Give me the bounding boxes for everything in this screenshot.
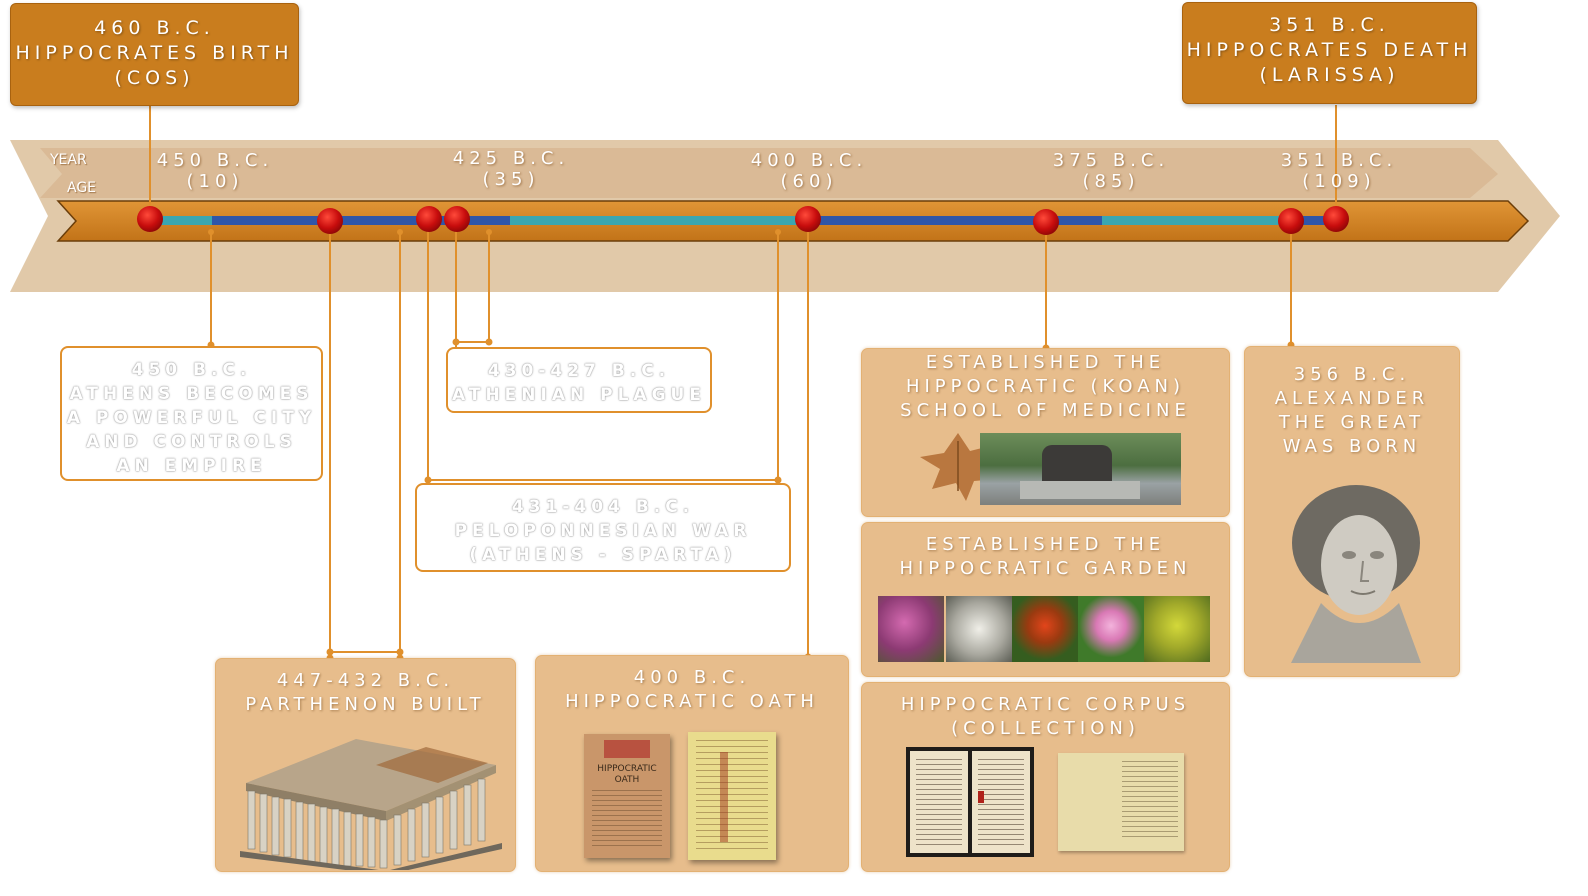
parthenon-image bbox=[240, 739, 502, 870]
dot-plague bbox=[444, 206, 470, 232]
corpus-line: HIPPOCRATIC CORPUS bbox=[900, 694, 1191, 715]
birth-box: 460 B.C. HIPPOCRATES BIRTH (COS) bbox=[10, 3, 299, 106]
plane-leaf-image bbox=[920, 433, 998, 501]
tick-year: 351 B.C. bbox=[1280, 150, 1398, 171]
event-dots bbox=[137, 206, 1349, 235]
tick-351: 351 B.C. (109) bbox=[1264, 150, 1414, 192]
tick-year: 450 B.C. bbox=[156, 150, 274, 171]
oath-line: 400 B.C. bbox=[633, 667, 751, 688]
dot-war bbox=[416, 206, 442, 232]
age-row-label: AGE bbox=[67, 180, 97, 196]
flower-image-5 bbox=[1144, 596, 1210, 662]
death-place: (LARISSA) bbox=[1259, 64, 1400, 86]
tick-375: 375 B.C. (85) bbox=[1036, 150, 1186, 192]
track-teal-1 bbox=[152, 216, 212, 225]
war-line: PELOPONNESIAN WAR bbox=[454, 521, 752, 541]
flower-image-2 bbox=[946, 596, 1012, 662]
oath-manuscript-image: HIPPOCRATIC OATH bbox=[584, 734, 670, 858]
garden-line: HIPPOCRATIC GARDEN bbox=[899, 558, 1192, 579]
oath-line: HIPPOCRATIC OATH bbox=[565, 691, 819, 712]
alexander-bust-image bbox=[1291, 485, 1421, 663]
alexander-line: 356 B.C. bbox=[1293, 364, 1411, 385]
war-line: (ATHENS - SPARTA) bbox=[469, 545, 737, 565]
tick-year: 400 B.C. bbox=[750, 150, 868, 171]
death-title: HIPPOCRATES DEATH bbox=[1186, 39, 1473, 61]
school-line: ESTABLISHED THE bbox=[925, 352, 1166, 373]
school-line: HIPPOCRATIC (KOAN) bbox=[905, 376, 1186, 397]
tick-age: (60) bbox=[780, 171, 838, 192]
manuscript-subtitle: OATH bbox=[614, 775, 640, 785]
war-line: 431-404 B.C. bbox=[511, 497, 695, 517]
year-row-label: YEAR bbox=[50, 152, 87, 168]
tick-year: 425 B.C. bbox=[452, 148, 570, 169]
birth-year: 460 B.C. bbox=[94, 17, 215, 39]
track-teal-3 bbox=[1102, 216, 1282, 225]
dot-alexander bbox=[1278, 208, 1304, 234]
school-card: ESTABLISHED THE HIPPOCRATIC (KOAN) SCHOO… bbox=[861, 348, 1230, 517]
manuscript-title: HIPPOCRATIC bbox=[597, 764, 657, 774]
garden-card: ESTABLISHED THE HIPPOCRATIC GARDEN bbox=[861, 522, 1230, 677]
flower-image-1 bbox=[878, 596, 944, 662]
alexander-line: ALEXANDER bbox=[1274, 388, 1430, 409]
dot-parthenon bbox=[317, 208, 343, 234]
oath-codex-image bbox=[688, 732, 776, 860]
plague-line: ATHENIAN PLAGUE bbox=[452, 385, 706, 405]
dot-birth bbox=[137, 206, 163, 232]
school-line: SCHOOL OF MEDICINE bbox=[900, 400, 1191, 421]
corpus-book-image bbox=[906, 747, 1034, 857]
alexander-line: WAS BORN bbox=[1282, 436, 1422, 457]
tick-400: 400 B.C. (60) bbox=[734, 150, 884, 192]
war-box: 431-404 B.C. PELOPONNESIAN WAR (ATHENS -… bbox=[415, 483, 791, 572]
tick-age: (35) bbox=[482, 169, 540, 190]
tick-age: (109) bbox=[1302, 171, 1376, 192]
athens-box: 450 B.C. ATHENS BECOMES A POWERFUL CITY … bbox=[60, 346, 323, 481]
birth-place: (COS) bbox=[114, 67, 195, 89]
tick-year: 375 B.C. bbox=[1052, 150, 1170, 171]
dot-oath bbox=[795, 206, 821, 232]
corpus-manuscript-image bbox=[1058, 753, 1184, 851]
death-year: 351 B.C. bbox=[1269, 14, 1390, 36]
school-statue-image bbox=[980, 433, 1181, 505]
tick-450: 450 B.C. (10) bbox=[140, 150, 290, 192]
athens-line: A POWERFUL CITY bbox=[66, 408, 317, 428]
birth-title: HIPPOCRATES BIRTH bbox=[15, 42, 294, 64]
tick-425: 425 B.C. (35) bbox=[436, 148, 586, 190]
parthenon-line: PARTHENON BUILT bbox=[245, 694, 486, 715]
athens-line: AN EMPIRE bbox=[116, 456, 267, 476]
athens-line: ATHENS BECOMES bbox=[69, 384, 314, 404]
oath-card: 400 B.C. HIPPOCRATIC OATH HIPPOCRATIC OA… bbox=[535, 655, 849, 872]
tick-age: (85) bbox=[1082, 171, 1140, 192]
parthenon-line: 447-432 B.C. bbox=[276, 670, 455, 691]
death-box: 351 B.C. HIPPOCRATES DEATH (LARISSA) bbox=[1182, 2, 1477, 104]
plague-line: 430-427 B.C. bbox=[487, 361, 671, 381]
flower-image-4 bbox=[1078, 596, 1144, 662]
corpus-line: (COLLECTION) bbox=[951, 718, 1140, 739]
dot-death bbox=[1323, 206, 1349, 232]
dot-school bbox=[1033, 209, 1059, 235]
plague-box: 430-427 B.C. ATHENIAN PLAGUE bbox=[446, 347, 712, 413]
garden-line: ESTABLISHED THE bbox=[925, 534, 1166, 555]
alexander-card: 356 B.C. ALEXANDER THE GREAT WAS BORN bbox=[1244, 346, 1460, 677]
parthenon-card: 447-432 B.C. PARTHENON BUILT bbox=[215, 658, 516, 872]
timeline-band-rows bbox=[40, 148, 1498, 198]
connector-lines bbox=[149, 105, 1337, 657]
track-teal-2 bbox=[510, 216, 800, 225]
tick-age: (10) bbox=[186, 171, 244, 192]
alexander-line: THE GREAT bbox=[1278, 412, 1426, 433]
flower-image-3 bbox=[1012, 596, 1078, 662]
corpus-card: HIPPOCRATIC CORPUS (COLLECTION) bbox=[861, 682, 1230, 872]
athens-line: 450 B.C. bbox=[131, 360, 252, 380]
athens-line: AND CONTROLS bbox=[86, 432, 297, 452]
